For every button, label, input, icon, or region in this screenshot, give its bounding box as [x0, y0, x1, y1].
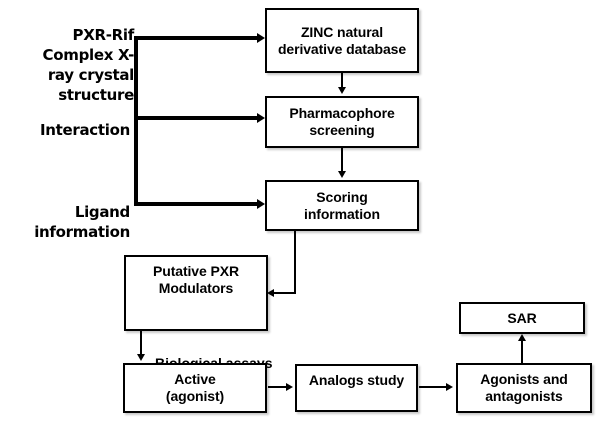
input-label-xray-text: PXR-Rif Complex X- ray crystal structure	[42, 25, 135, 104]
node-pharmacophore-screening[interactable]: Pharmacophore screening	[265, 96, 419, 148]
edge-zinc-to-pharmacophore-line	[341, 73, 343, 88]
node-zinc-database[interactable]: ZINC natural derivative database	[265, 8, 419, 73]
node-active-agonist[interactable]: Active (agonist)	[123, 363, 267, 413]
edge-pharmacophore-to-scoring-line	[341, 148, 343, 172]
input-label-xray-crystal-structure: PXR-Rif Complex X- ray crystal structure	[2, 6, 135, 106]
edge-analogs-to-agonists-line	[419, 386, 447, 388]
node-analogs-study-label: Analogs study	[308, 372, 405, 388]
node-scoring-information-label: Scoring information	[304, 188, 380, 222]
edge-ligand-to-scoring-arrowhead	[257, 199, 265, 209]
edge-ligand-to-scoring-line	[136, 202, 260, 206]
node-agonists-and-antagonists[interactable]: Agonists and antagonists	[456, 363, 592, 413]
edge-zinc-to-pharmacophore-arrowhead	[338, 87, 346, 94]
edge-xray-to-zinc-arrowhead	[257, 33, 265, 43]
node-zinc-database-label: ZINC natural derivative database	[277, 23, 407, 57]
edge-pharmacophore-to-scoring-arrowhead	[338, 171, 346, 178]
input-label-interaction: Interaction	[2, 103, 130, 139]
edge-agonists-to-sar-arrowhead	[518, 334, 526, 341]
edge-active-to-analogs-arrowhead	[286, 383, 293, 391]
node-scoring-information[interactable]: Scoring information	[265, 180, 419, 231]
edge-scoring-to-modulators-arrowhead	[267, 289, 274, 297]
node-analogs-study[interactable]: Analogs study	[295, 364, 418, 412]
edge-interaction-to-pharmacophore-line	[136, 116, 260, 120]
edge-xray-to-zinc-line	[136, 36, 260, 40]
node-active-agonist-label: Active (agonist)	[165, 371, 225, 404]
node-sar[interactable]: SAR	[459, 302, 585, 334]
input-label-interaction-text: Interaction	[39, 121, 130, 139]
node-pharmacophore-screening-label: Pharmacophore screening	[289, 105, 395, 138]
edge-analogs-to-agonists-arrowhead	[446, 383, 453, 391]
input-label-ligand-text: Ligand information	[34, 202, 130, 241]
node-putative-pxr-modulators[interactable]: Putative PXR Modulators	[124, 255, 268, 331]
input-label-ligand-information: Ligand information	[0, 183, 130, 243]
node-putative-pxr-modulators-label: Putative PXR Modulators	[153, 263, 239, 296]
edge-agonists-to-sar-line	[521, 341, 523, 363]
edge-modulators-to-active-line	[140, 331, 142, 355]
trunk-vertical-line	[134, 36, 138, 206]
edge-active-to-analogs-line	[268, 386, 287, 388]
node-sar-label: SAR	[507, 309, 537, 326]
edge-scoring-to-modulators-hline	[274, 292, 296, 294]
node-agonists-and-antagonists-label: Agonists and antagonists	[480, 371, 568, 404]
edge-scoring-to-modulators-vline	[294, 231, 296, 294]
edge-interaction-to-pharmacophore-arrowhead	[257, 113, 265, 123]
edge-modulators-to-active-arrowhead	[137, 354, 145, 361]
